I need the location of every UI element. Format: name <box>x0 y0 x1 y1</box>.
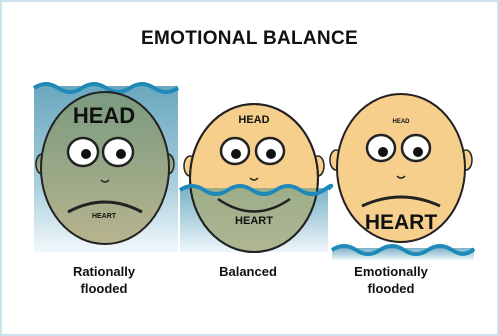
panel-rationally-flooded: HEAD HEART <box>34 84 178 252</box>
heart-label: HEART <box>365 211 438 234</box>
heart-label: HEART <box>235 215 273 227</box>
head-label: HEAD <box>238 114 269 126</box>
left-pupil <box>378 147 388 157</box>
panel-balanced: HEAD HEART <box>180 104 331 268</box>
caption-line: Rationally <box>44 263 164 280</box>
right-pupil <box>413 147 423 157</box>
caption-line: Balanced <box>188 263 308 280</box>
head-label: HEAD <box>73 103 135 128</box>
caption-line: flooded <box>331 280 451 297</box>
caption-line: flooded <box>44 280 164 297</box>
left-pupil <box>231 149 241 159</box>
caption-rationally-flooded: Rationally flooded <box>44 263 164 297</box>
caption-balanced: Balanced <box>188 263 308 280</box>
panel-emotionally-flooded: HEAD HEART <box>330 94 474 260</box>
right-pupil <box>266 149 276 159</box>
right-pupil <box>116 149 126 159</box>
head-label: HEAD <box>392 119 410 125</box>
caption-emotionally-flooded: Emotionally flooded <box>331 263 451 297</box>
heart-label: HEART <box>92 213 117 220</box>
left-pupil <box>81 149 91 159</box>
caption-line: Emotionally <box>331 263 451 280</box>
